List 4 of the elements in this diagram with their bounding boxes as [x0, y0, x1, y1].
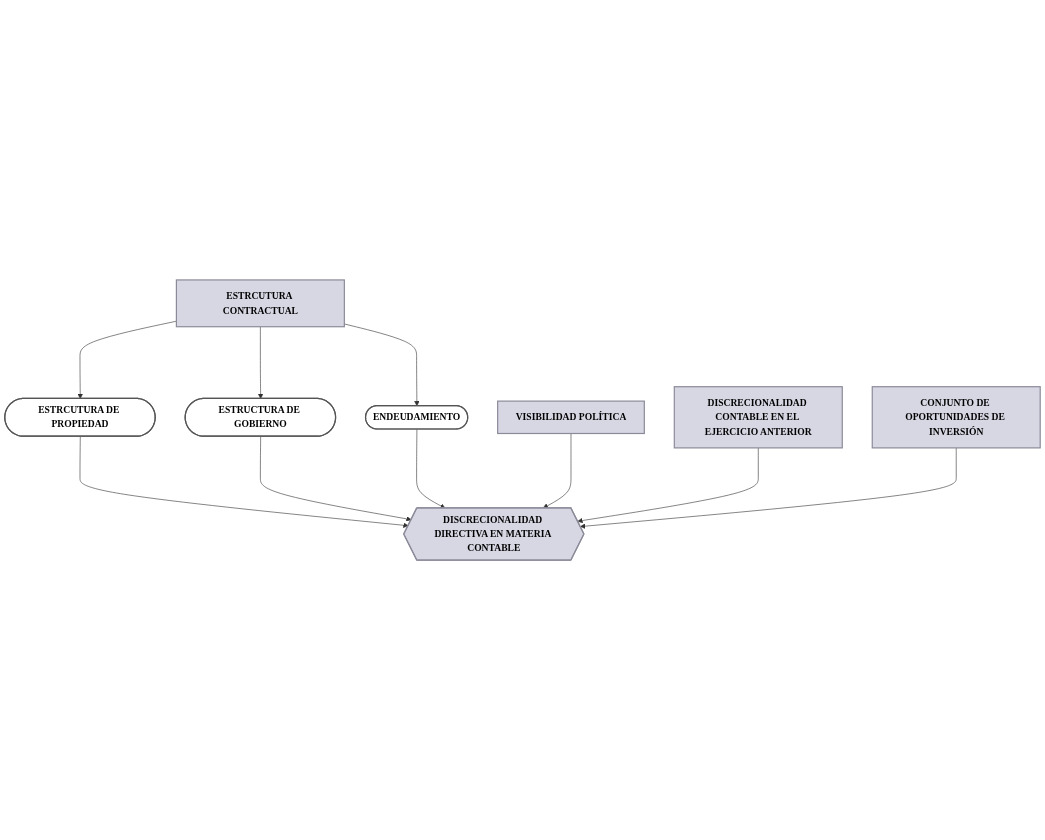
node-box: DISCRECIONALIDAD CONTABLE EN EL EJERCICIO ANTERIOR — [673, 386, 843, 449]
node-box: CONJUNTO DE OPORTUNIDADES DE INVERSIÓN — [871, 386, 1041, 449]
node-box: ESTRCUTURA CONTRACTUAL — [175, 279, 345, 328]
node-box: VISIBILIDAD POLÍTICA — [497, 400, 645, 435]
